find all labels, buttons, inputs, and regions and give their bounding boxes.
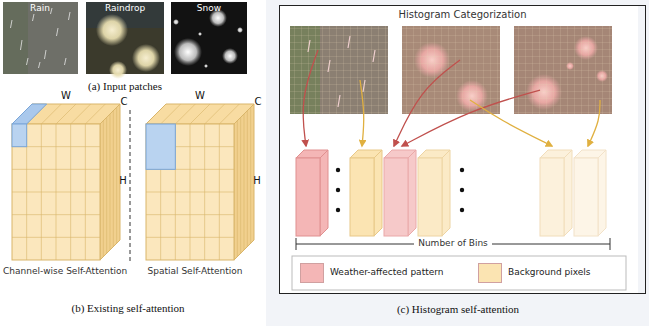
patch-label: Snow: [197, 3, 221, 13]
axis-letter: C: [255, 96, 262, 107]
panel-box: Histogram Categorization: [279, 5, 646, 294]
method-label: Channel-wise Self-Attention: [3, 266, 127, 276]
axis-label: Number of Bins: [414, 238, 492, 248]
legend-swatch: [300, 263, 324, 283]
axis-letter: H: [253, 175, 261, 186]
axis-letter: W: [195, 90, 205, 101]
subfigure-caption: (b) Existing self-attention: [71, 302, 184, 314]
axis-letter: W: [61, 90, 71, 101]
axis-letter: C: [121, 96, 128, 107]
method-label: Spatial Self-Attention: [148, 266, 243, 276]
legend-text: Background pixels: [508, 267, 591, 277]
legend-text: Weather-affected pattern: [330, 267, 443, 277]
patch-label: Rain: [30, 3, 50, 13]
patch-label: Raindrop: [105, 3, 145, 13]
legend-swatch: [478, 263, 502, 283]
subfigure-caption: (c) Histogram self-attention: [397, 303, 519, 315]
axis-letter: H: [119, 175, 127, 186]
subfigure-caption: (a) Input patches: [88, 80, 162, 92]
panel-heading: Histogram Categorization: [280, 6, 645, 20]
